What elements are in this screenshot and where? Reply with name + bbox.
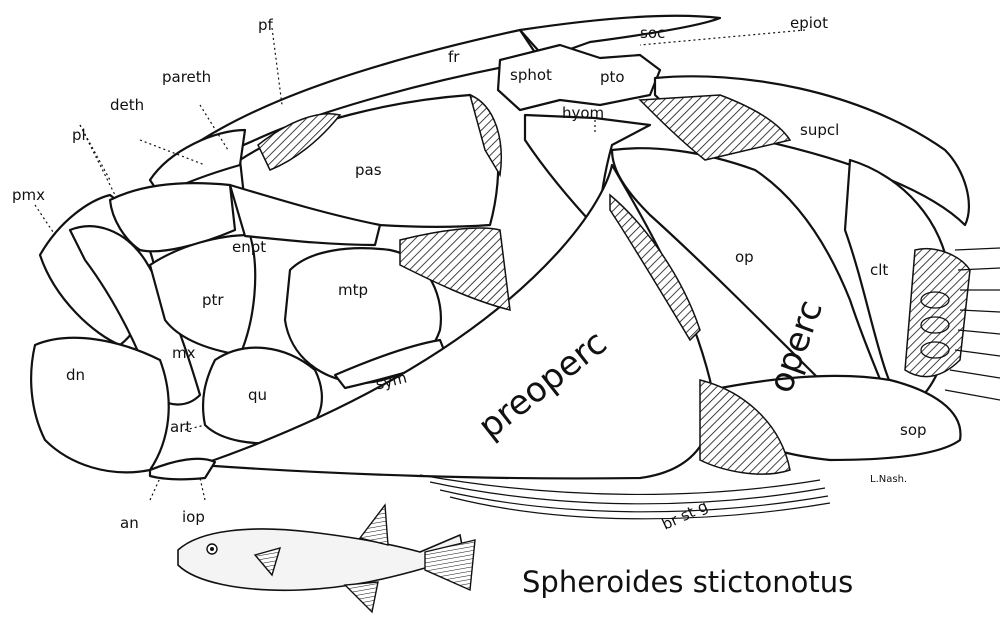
label-mx: mx (172, 344, 196, 362)
label-pas: pas (355, 161, 382, 179)
label-pto: pto (600, 68, 625, 86)
label-pareth: pareth (162, 68, 211, 86)
fish-illustration (178, 505, 475, 612)
label-brstg: br st g (659, 497, 711, 534)
label-enpt: enpt (232, 238, 266, 256)
fish-dorsal-fin (360, 505, 388, 545)
branchiostegal-rays (420, 475, 830, 519)
label-soc: soc (640, 24, 665, 42)
artist-signature: L.Nash. (870, 474, 907, 485)
label-ptr: ptr (202, 291, 224, 309)
label-an: an (120, 514, 139, 532)
label-fr: fr (448, 48, 460, 66)
label-mtp: mtp (338, 281, 368, 299)
label-epiot: epiot (790, 14, 828, 32)
label-art: art (170, 418, 191, 436)
articular-bone (150, 459, 215, 480)
label-pf: pf (258, 16, 274, 34)
label-clt: clt (870, 261, 888, 279)
dentary-bone (31, 338, 169, 473)
label-deth: deth (110, 96, 144, 114)
label-dn: dn (66, 366, 85, 384)
fish-anal-fin (345, 582, 378, 612)
species-caption: Spheroides stictonotus (522, 565, 853, 599)
label-pmx: pmx (12, 186, 45, 204)
label-hyom: hyom (562, 104, 604, 122)
label-supcl: supcl (800, 121, 839, 139)
label-qu: qu (248, 386, 267, 404)
label-op: op (735, 248, 754, 266)
label-iop: iop (182, 508, 205, 526)
label-sop: sop (900, 421, 927, 439)
label-pl: pl (72, 126, 86, 144)
label-sphot: sphot (510, 66, 552, 84)
